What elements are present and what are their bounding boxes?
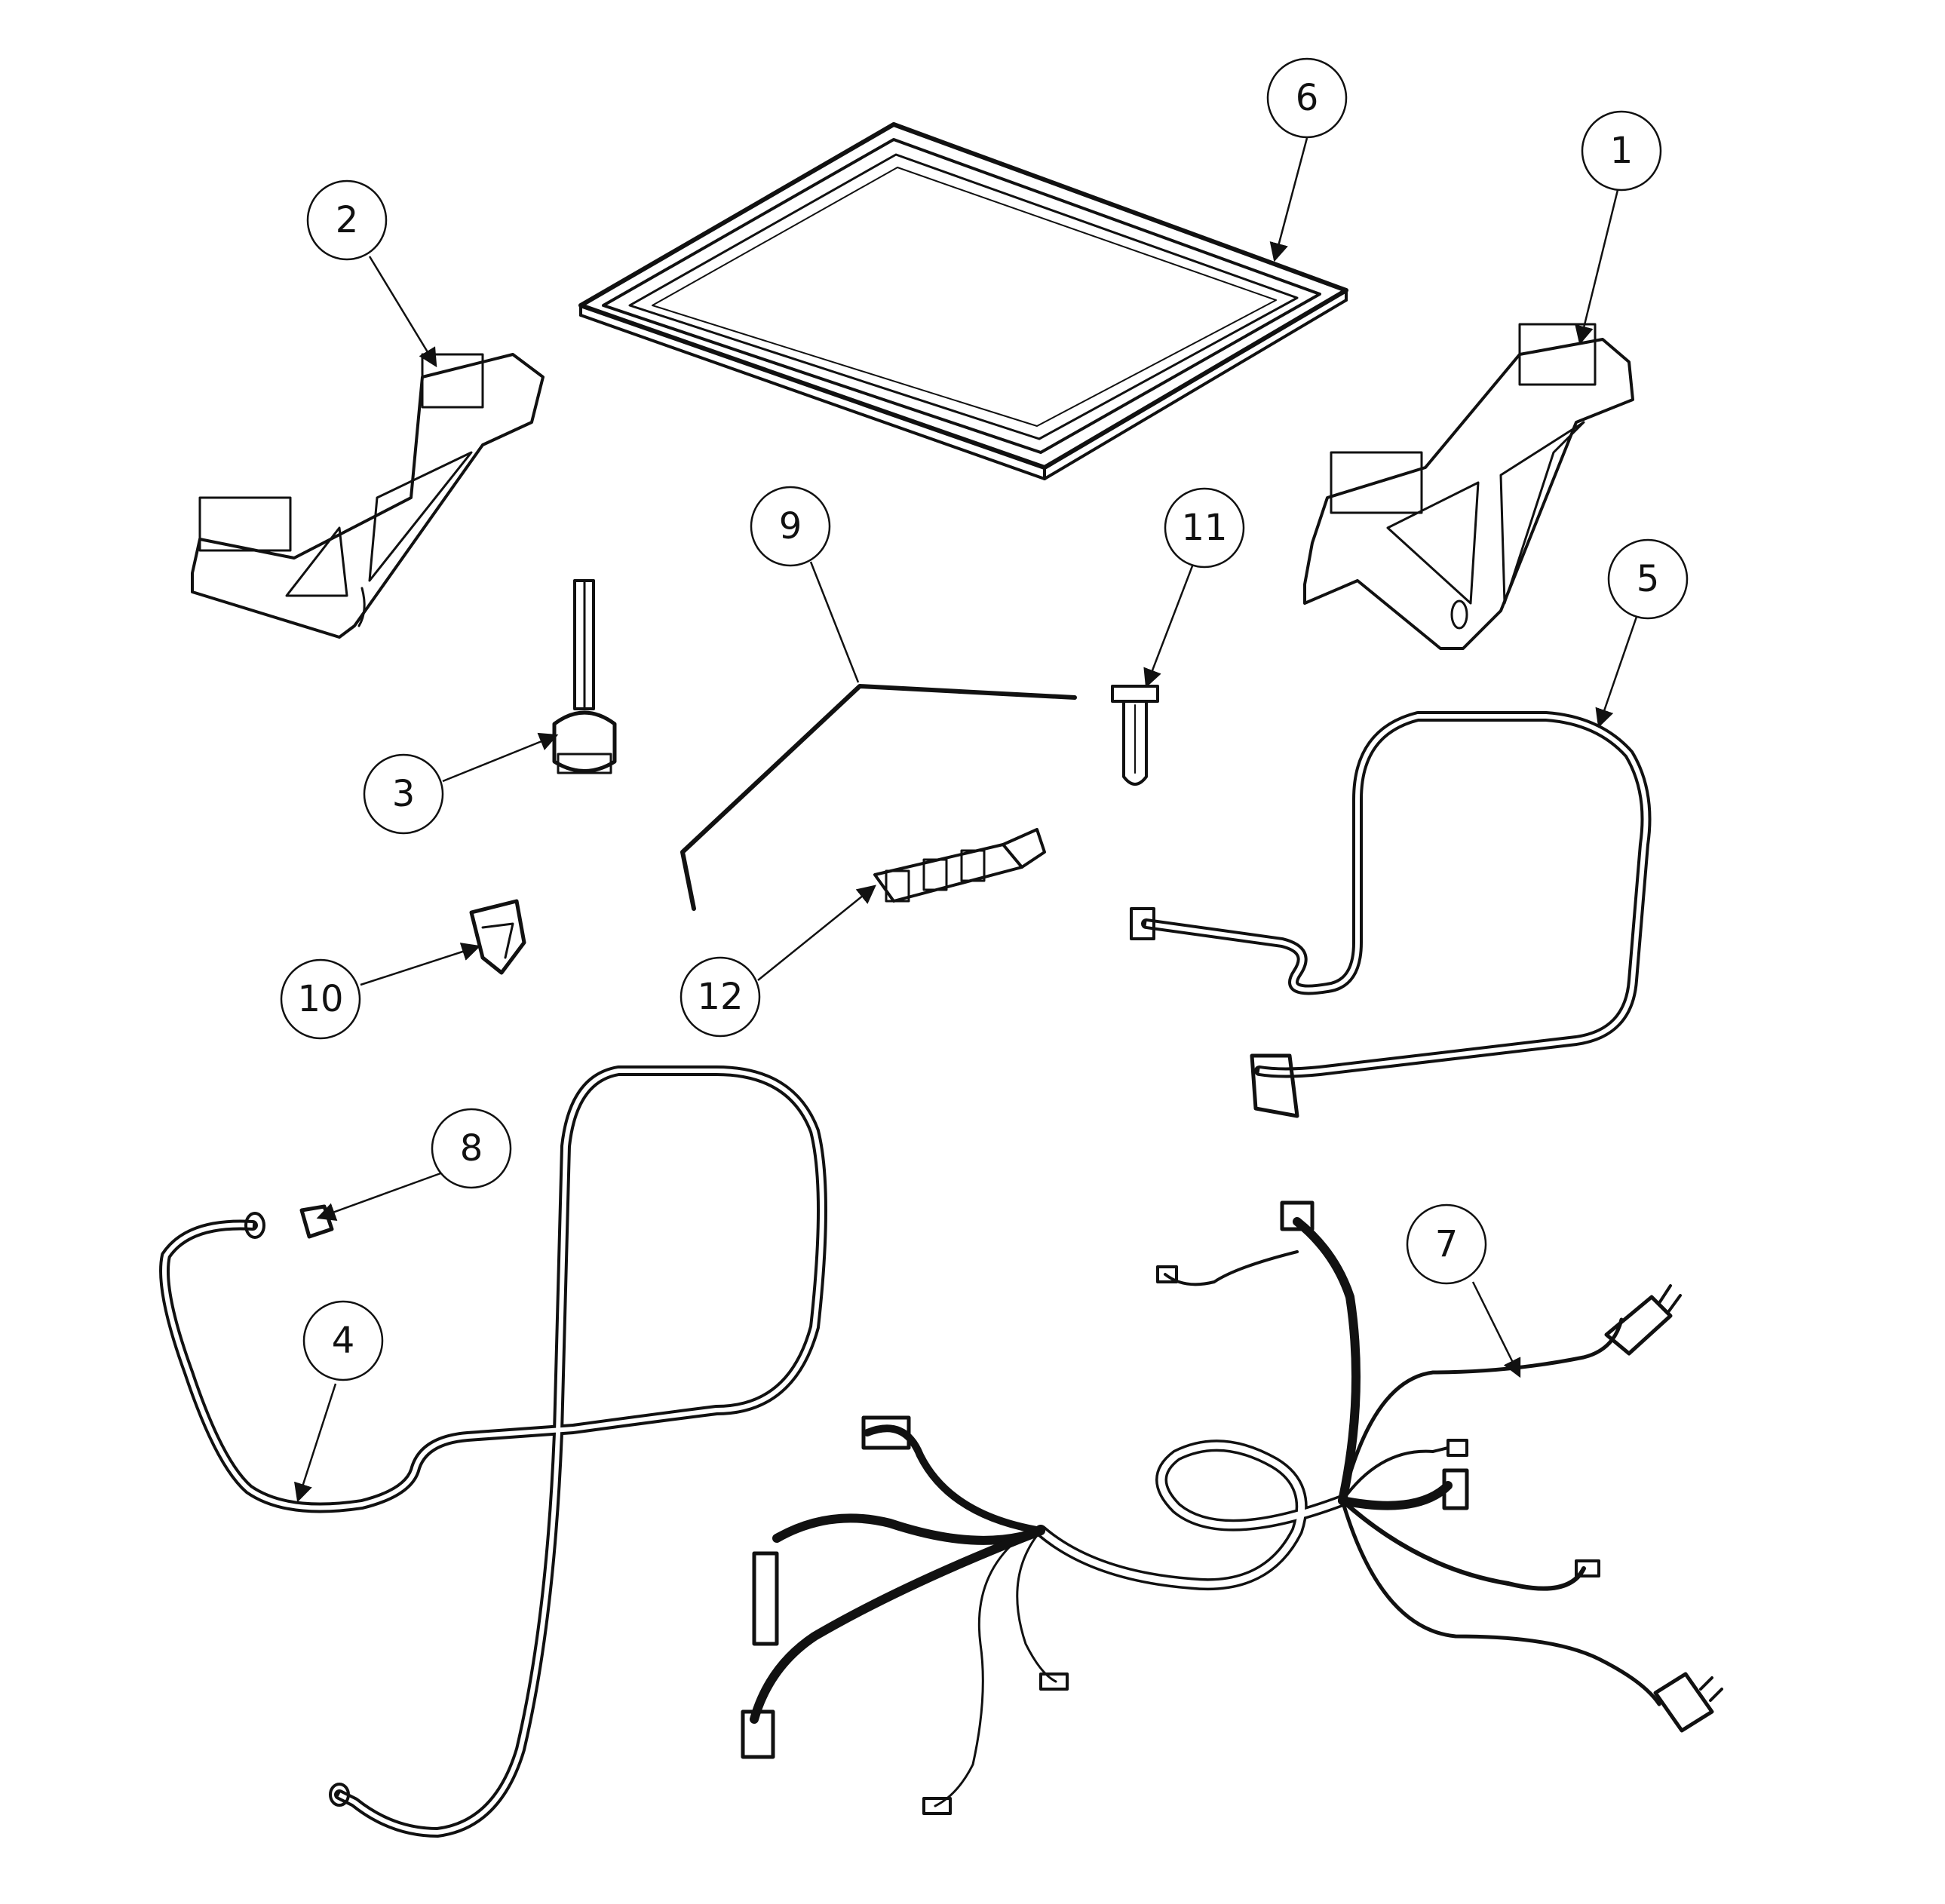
callout-10: 10 <box>280 958 361 1040</box>
part-9-rod <box>680 684 1077 911</box>
callout-label: 4 <box>332 1320 355 1362</box>
part-12-connector <box>873 828 1046 903</box>
callout-4: 4 <box>302 1300 384 1381</box>
callout-2: 2 <box>306 179 388 261</box>
callout-label: 7 <box>1435 1223 1459 1265</box>
callout-8: 8 <box>431 1108 512 1189</box>
part-5-hose <box>1130 711 1652 1118</box>
callout-9: 9 <box>750 486 831 567</box>
callout-6: 6 <box>1266 57 1348 139</box>
part-3-valve <box>552 579 617 774</box>
part-2-bracket <box>191 353 545 639</box>
part-10-clip <box>469 899 526 975</box>
callout-label: 8 <box>460 1127 483 1170</box>
callout-label: 1 <box>1610 130 1634 172</box>
callout-label: 12 <box>697 976 743 1018</box>
part-7-harness <box>741 1200 1723 1815</box>
callout-label: 6 <box>1296 77 1319 119</box>
part-8-cap <box>299 1204 334 1239</box>
callout-1: 1 <box>1581 110 1662 192</box>
part-1-bracket <box>1303 323 1634 650</box>
part-4-hose <box>159 1065 827 1838</box>
callout-label: 11 <box>1181 507 1227 549</box>
callout-label: 5 <box>1637 558 1660 600</box>
callout-label: 10 <box>297 978 343 1020</box>
callout-12: 12 <box>680 956 761 1038</box>
callout-label: 2 <box>336 199 359 241</box>
callout-label: 3 <box>392 773 416 815</box>
leader-lines <box>294 137 1638 1503</box>
callout-7: 7 <box>1406 1203 1487 1285</box>
callout-5: 5 <box>1607 538 1689 620</box>
callout-11: 11 <box>1164 487 1245 569</box>
callout-label: 9 <box>779 505 802 547</box>
callout-3: 3 <box>363 753 444 835</box>
part-6-frame <box>578 122 1348 480</box>
part-11-pin <box>1111 685 1159 786</box>
